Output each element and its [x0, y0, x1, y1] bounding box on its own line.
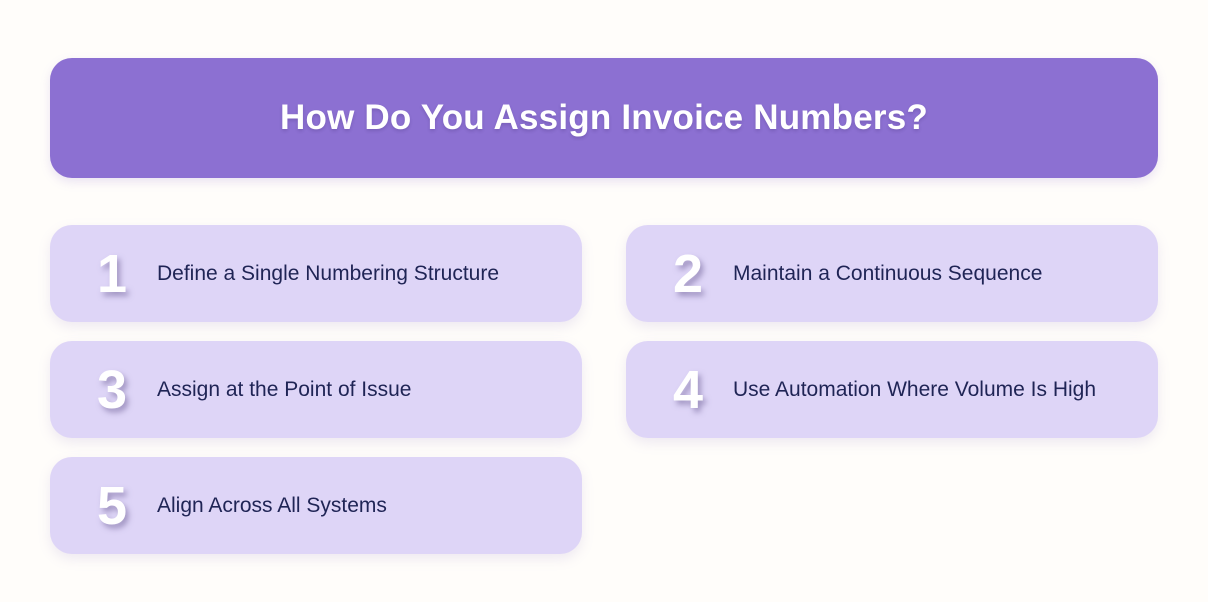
step-number: 4 — [672, 359, 704, 420]
step-label: Use Automation Where Volume Is High — [733, 377, 1097, 401]
step-card-4: 4 Use Automation Where Volume Is High — [626, 341, 1158, 438]
step-number: 2 — [672, 243, 704, 304]
step-card-2: 2 Maintain a Continuous Sequence — [626, 225, 1158, 322]
step-card-3: 3 Assign at the Point of Issue — [50, 341, 582, 438]
step-label: Align Across All Systems — [157, 493, 387, 517]
page-title: How Do You Assign Invoice Numbers? — [280, 98, 928, 137]
header-banner: How Do You Assign Invoice Numbers? — [50, 58, 1158, 178]
step-number: 3 — [96, 359, 128, 420]
step-label: Maintain a Continuous Sequence — [733, 261, 1043, 285]
step-card-1: 1 Define a Single Numbering Structure — [50, 225, 582, 322]
step-number: 5 — [96, 475, 128, 536]
steps-grid: 1 Define a Single Numbering Structure 2 … — [50, 225, 1158, 554]
step-number: 1 — [96, 243, 128, 304]
step-label: Assign at the Point of Issue — [157, 377, 412, 401]
step-card-5: 5 Align Across All Systems — [50, 457, 582, 554]
step-label: Define a Single Numbering Structure — [157, 261, 500, 285]
